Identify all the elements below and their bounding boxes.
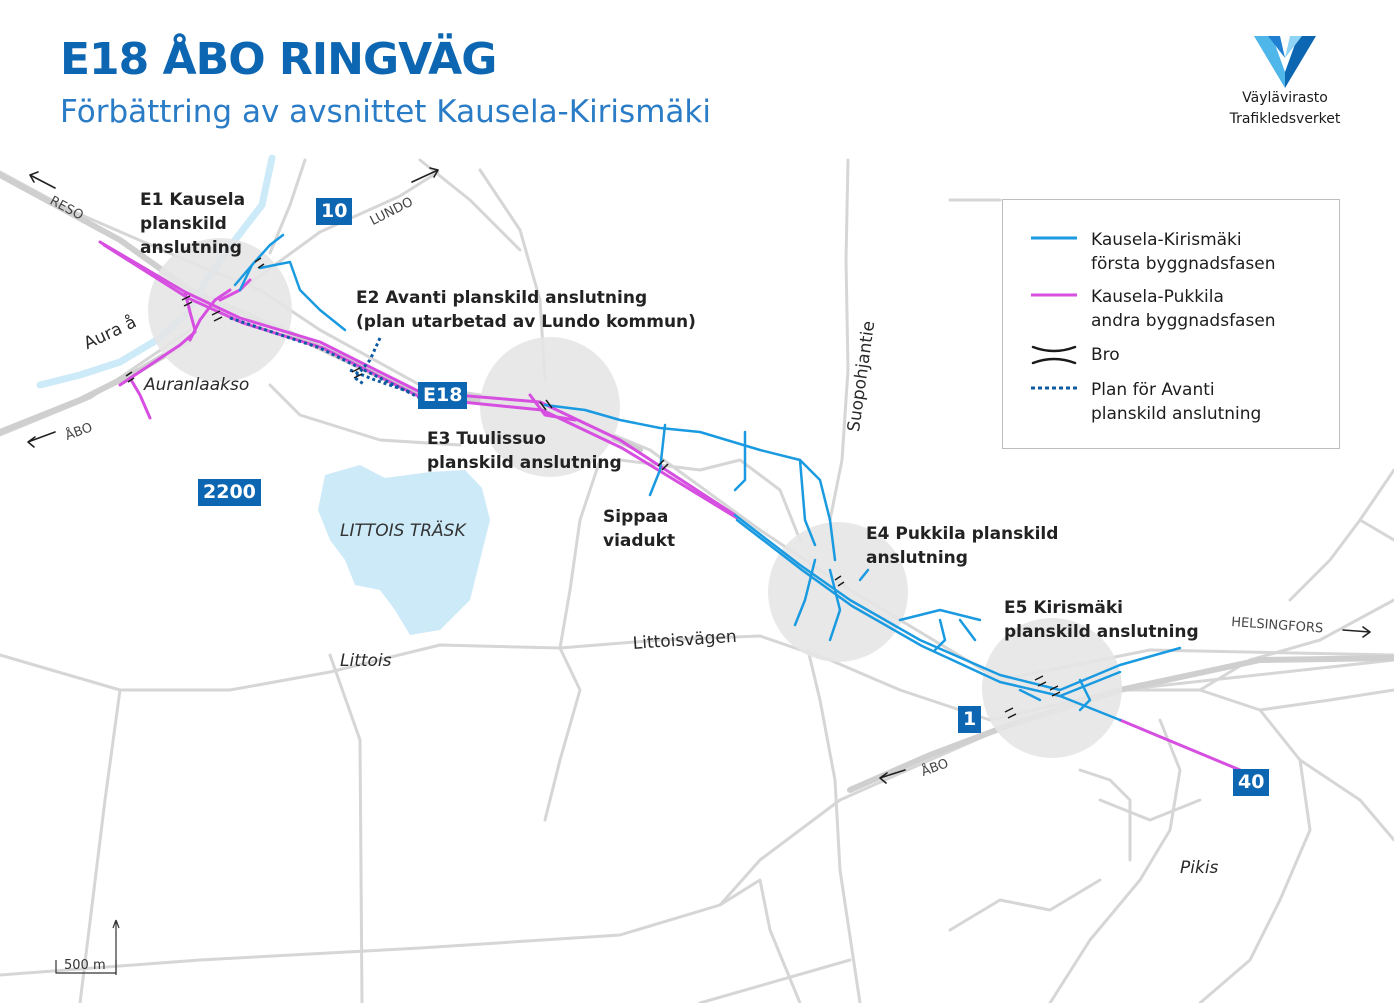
junction-e5-label: E5 Kirismäki planskild anslutning — [1004, 598, 1199, 642]
direction-arrows — [27, 167, 1371, 784]
logo-text-fi: Väylävirasto — [1242, 90, 1328, 106]
page-title: E18 ÅBO RINGVÄG — [60, 34, 497, 85]
road-e18-shield: E18 — [418, 382, 468, 409]
scale-bar — [55, 919, 120, 975]
phase1-route — [233, 233, 1182, 722]
page-subtitle: Förbättring av avsnittet Kausela-Kirismä… — [60, 94, 711, 130]
magenta-line-icon — [1031, 293, 1077, 297]
blue-line-icon — [1031, 236, 1077, 240]
logo-text-sv: Trafikledsverket — [1229, 111, 1341, 127]
road-40-shield: 40 — [1233, 769, 1270, 796]
phase2-route — [98, 240, 1242, 772]
scale-label: 500 m — [64, 958, 106, 973]
junction-e3-label: E3 Tuulissuo planskild anslutning — [427, 429, 622, 473]
vaylavirasto-logo-icon — [1254, 36, 1316, 88]
road-10-shield: 10 — [316, 198, 353, 225]
road-2200-shield: 2200 — [198, 479, 261, 506]
bridge-markers — [125, 257, 1061, 719]
sippaa-viaduct-label: Sippaa viadukt — [603, 507, 676, 551]
background-roads — [0, 158, 1394, 1003]
junction-e4-label: E4 Pukkila planskild anslutning — [866, 524, 1059, 568]
junction-e2-label: E2 Avanti planskild anslutning (plan uta… — [356, 288, 696, 332]
legend-item-bridge: Bro — [1031, 343, 1331, 393]
auranlaakso-label: Auranlaakso — [144, 375, 250, 395]
littois-label: Littois — [340, 651, 392, 671]
bridge-icon — [1031, 345, 1077, 365]
junction-e1-label: E1 Kausela planskild anslutning — [140, 190, 246, 258]
littois-lake-label: LITTOIS TRÄSK — [340, 521, 466, 541]
avanti-plan — [229, 316, 461, 404]
pikis-label: Pikis — [1180, 858, 1219, 878]
agency-logo: Väylävirasto Trafikledsverket — [1210, 36, 1360, 130]
dotted-line-icon — [1031, 386, 1077, 390]
littois-lake — [318, 465, 490, 635]
road-1-shield: 1 — [958, 706, 982, 733]
